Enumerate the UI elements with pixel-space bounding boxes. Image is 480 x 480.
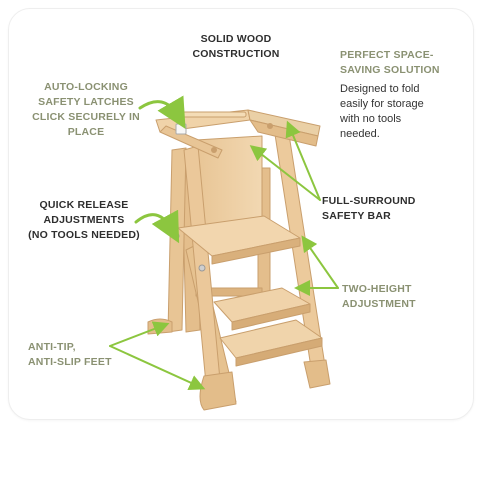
space-saving-description: Designed to fold easily for storage with… bbox=[340, 83, 424, 140]
label-two-height: TWO-HEIGHT ADJUSTMENT bbox=[342, 283, 416, 310]
label-auto-locking: AUTO-LOCKING SAFETY LATCHES CLICK SECURE… bbox=[32, 81, 140, 138]
pointer-line-icon bbox=[249, 145, 321, 201]
pointer-line-icon bbox=[109, 321, 170, 347]
label-anti-tip: ANTI-TIP, ANTI-SLIP FEET bbox=[28, 341, 112, 368]
pointer-line-icon bbox=[109, 345, 206, 390]
right-foot bbox=[303, 359, 331, 389]
pointer-line-icon bbox=[301, 235, 339, 289]
pointer-line-icon bbox=[285, 120, 321, 201]
label-safety-bar: FULL-SURROUND SAFETY BAR bbox=[322, 195, 416, 222]
curved-arrow-icon bbox=[138, 95, 186, 129]
label-solid-wood: SOLID WOOD CONSTRUCTION bbox=[192, 33, 280, 60]
label-space-saving: PERFECT SPACE- SAVING SOLUTION bbox=[340, 49, 440, 76]
lower-step-edge bbox=[235, 337, 323, 367]
curved-arrow-icon bbox=[134, 209, 180, 244]
middle-step-edge bbox=[231, 303, 311, 331]
quick-release-pin-2 bbox=[198, 264, 206, 272]
upper-platform-edge bbox=[211, 237, 301, 265]
label-quick-release: QUICK RELEASE ADJUSTMENTS (NO TOOLS NEED… bbox=[28, 199, 140, 241]
